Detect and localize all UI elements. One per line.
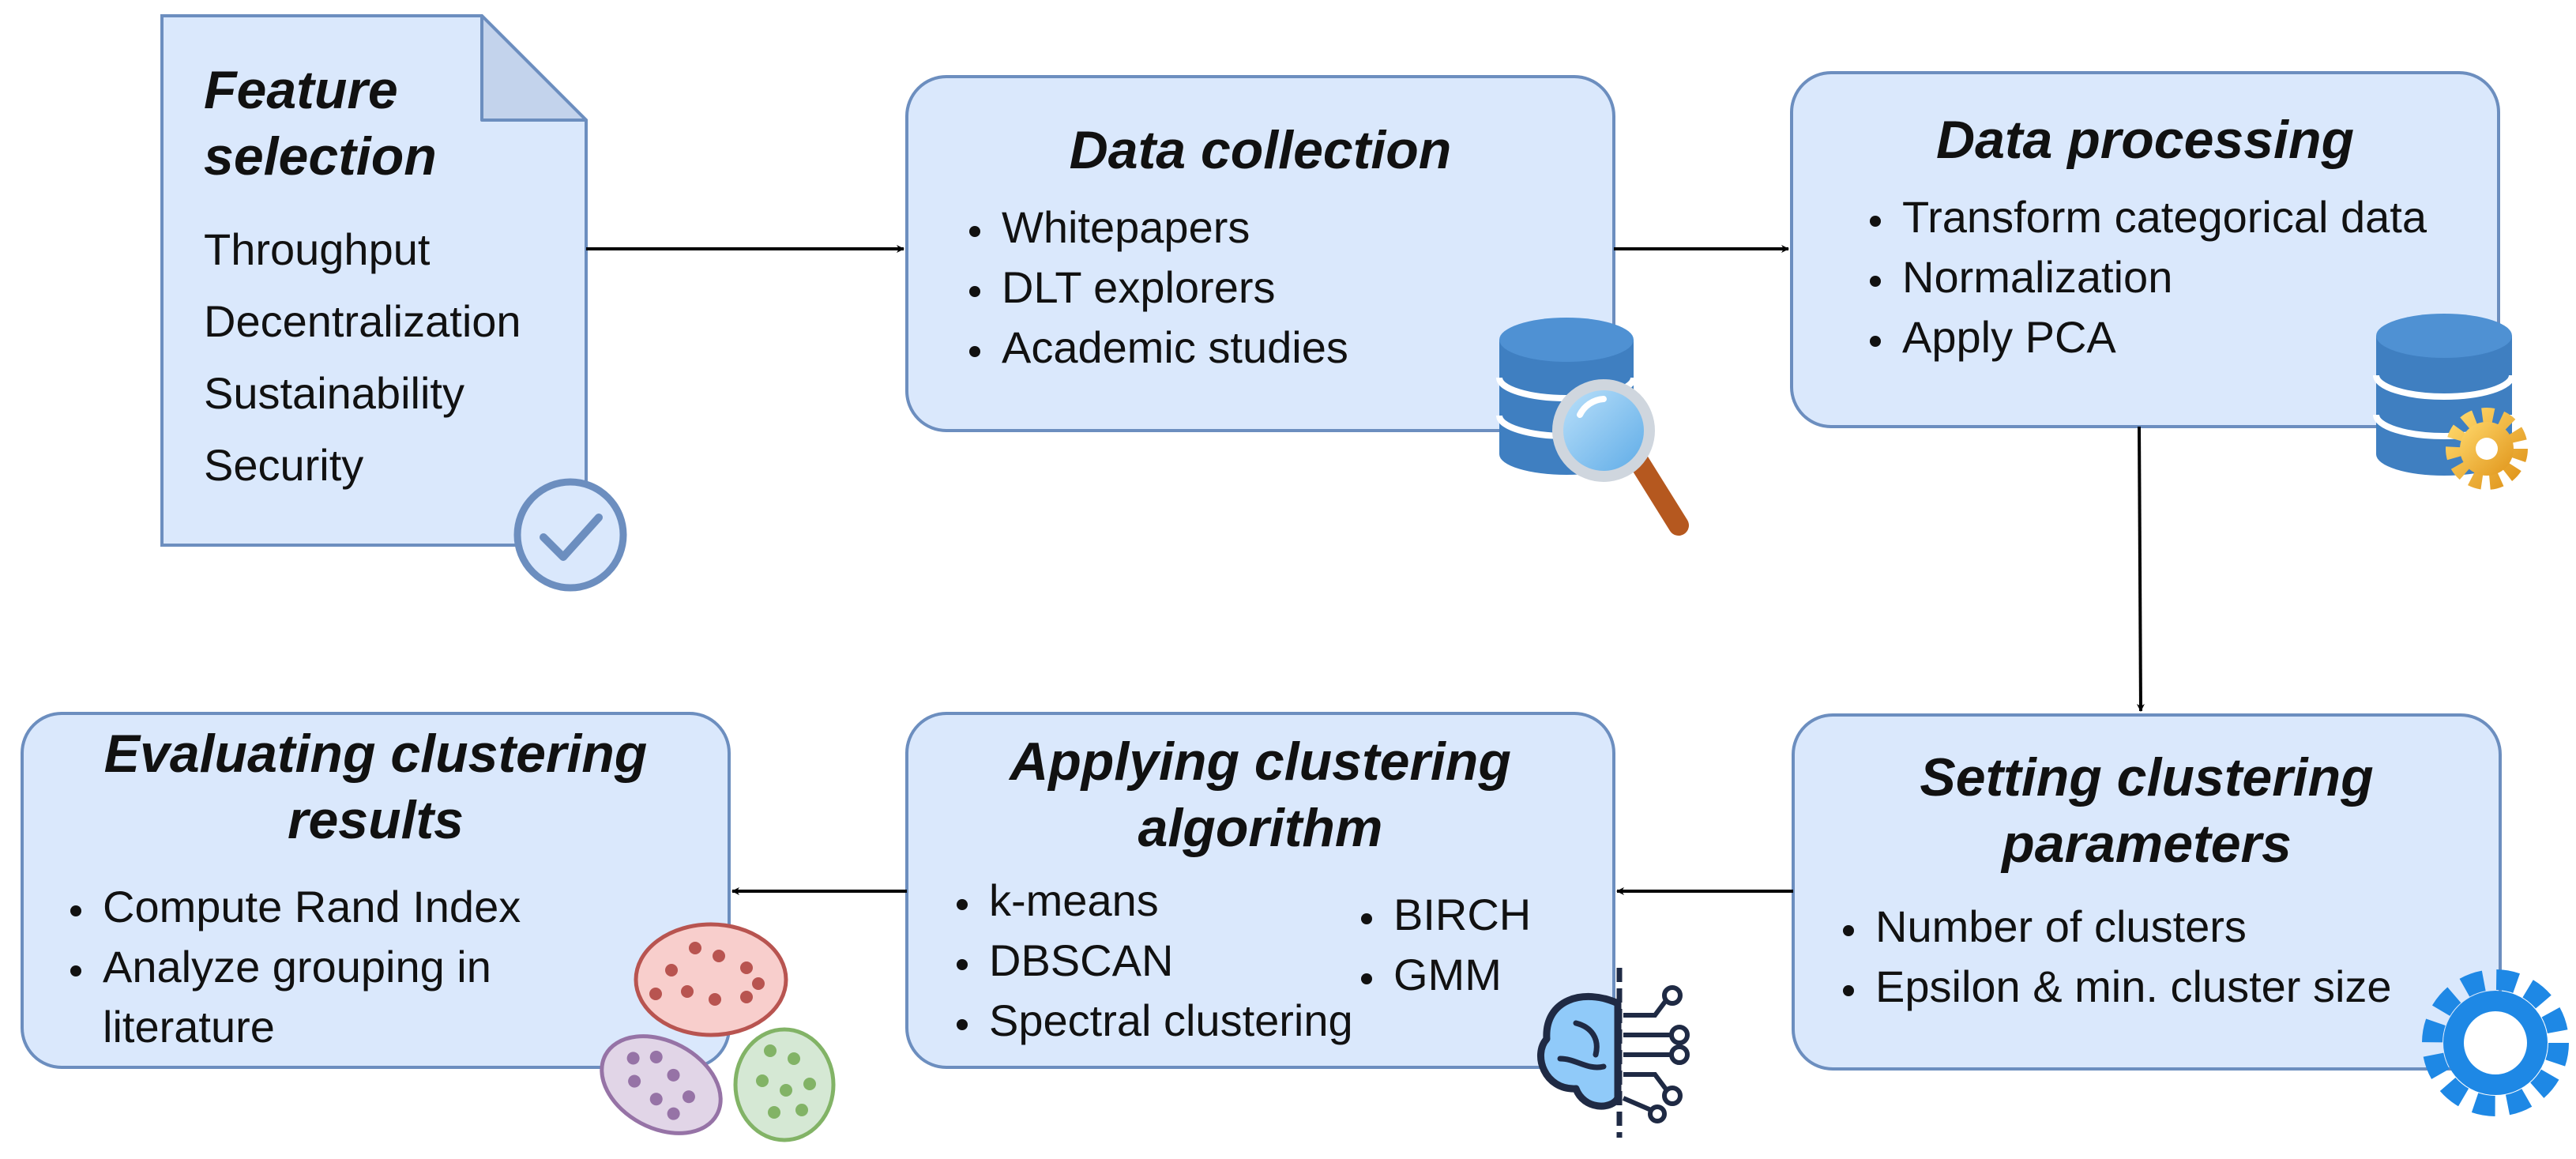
list-item: DLT explorers: [997, 258, 1348, 318]
feature-selection-box: [160, 14, 588, 547]
data-collection-title: Data collection: [1069, 120, 1452, 180]
list-item: Academic studies: [997, 318, 1348, 378]
list-item: Compute Rand Index: [98, 877, 667, 937]
applying-algorithm-title: Applying clustering algorithm: [1010, 732, 1511, 858]
gear-icon: [2422, 969, 2569, 1116]
data-collection-box: [905, 75, 1615, 432]
evaluating-results-list: Compute Rand Index Analyze grouping in l…: [47, 877, 667, 1057]
list-item: Number of clusters: [1871, 897, 2392, 957]
database-gear-icon: [2373, 314, 2528, 490]
list-item: Apply PCA: [1897, 307, 2427, 367]
clusters-icon: [600, 922, 836, 1142]
list-item: DBSCAN: [984, 931, 1353, 991]
check-circle-icon: [513, 478, 627, 592]
list-item: Spectral clustering: [984, 991, 1353, 1051]
arrow-processing-to-parameters: [2136, 426, 2145, 712]
list-item: Throughput: [204, 224, 431, 274]
applying-algorithm-list-right: BIRCH GMM: [1338, 885, 1531, 1005]
setting-parameters-title: Setting clustering parameters: [1920, 747, 2374, 874]
list-item: GMM: [1389, 945, 1531, 1005]
data-collection-list: Whitepapers DLT explorers Academic studi…: [946, 198, 1348, 378]
list-item: Security: [204, 440, 364, 490]
list-item: BIRCH: [1389, 885, 1531, 945]
list-item: Epsilon & min. cluster size: [1871, 957, 2392, 1017]
setting-parameters-list: Number of clusters Epsilon & min. cluste…: [1820, 897, 2392, 1017]
list-item: Transform categorical data: [1897, 187, 2427, 247]
evaluating-results-box: [21, 712, 731, 1069]
applying-algorithm-list-left: k-means DBSCAN Spectral clustering: [934, 871, 1353, 1051]
data-processing-title: Data processing: [1935, 110, 2355, 170]
data-processing-box: [1790, 71, 2500, 428]
evaluating-results-title: Evaluating clustering results: [103, 724, 648, 850]
database-search-icon: [1496, 318, 1689, 536]
list-item: Decentralization: [204, 296, 521, 346]
list-item: Sustainability: [204, 368, 464, 418]
brain-circuit-icon: [1536, 968, 1690, 1138]
feature-selection-list: Throughput Decentralization Sustainabili…: [204, 213, 521, 501]
list-item: Normalization: [1897, 247, 2427, 307]
data-processing-list: Transform categorical data Normalization…: [1847, 187, 2427, 367]
list-item: k-means: [984, 871, 1353, 931]
list-item: Whitepapers: [997, 198, 1348, 258]
feature-selection-title: Feature selection: [204, 60, 437, 186]
list-item: Analyze grouping in literature: [98, 937, 592, 1057]
